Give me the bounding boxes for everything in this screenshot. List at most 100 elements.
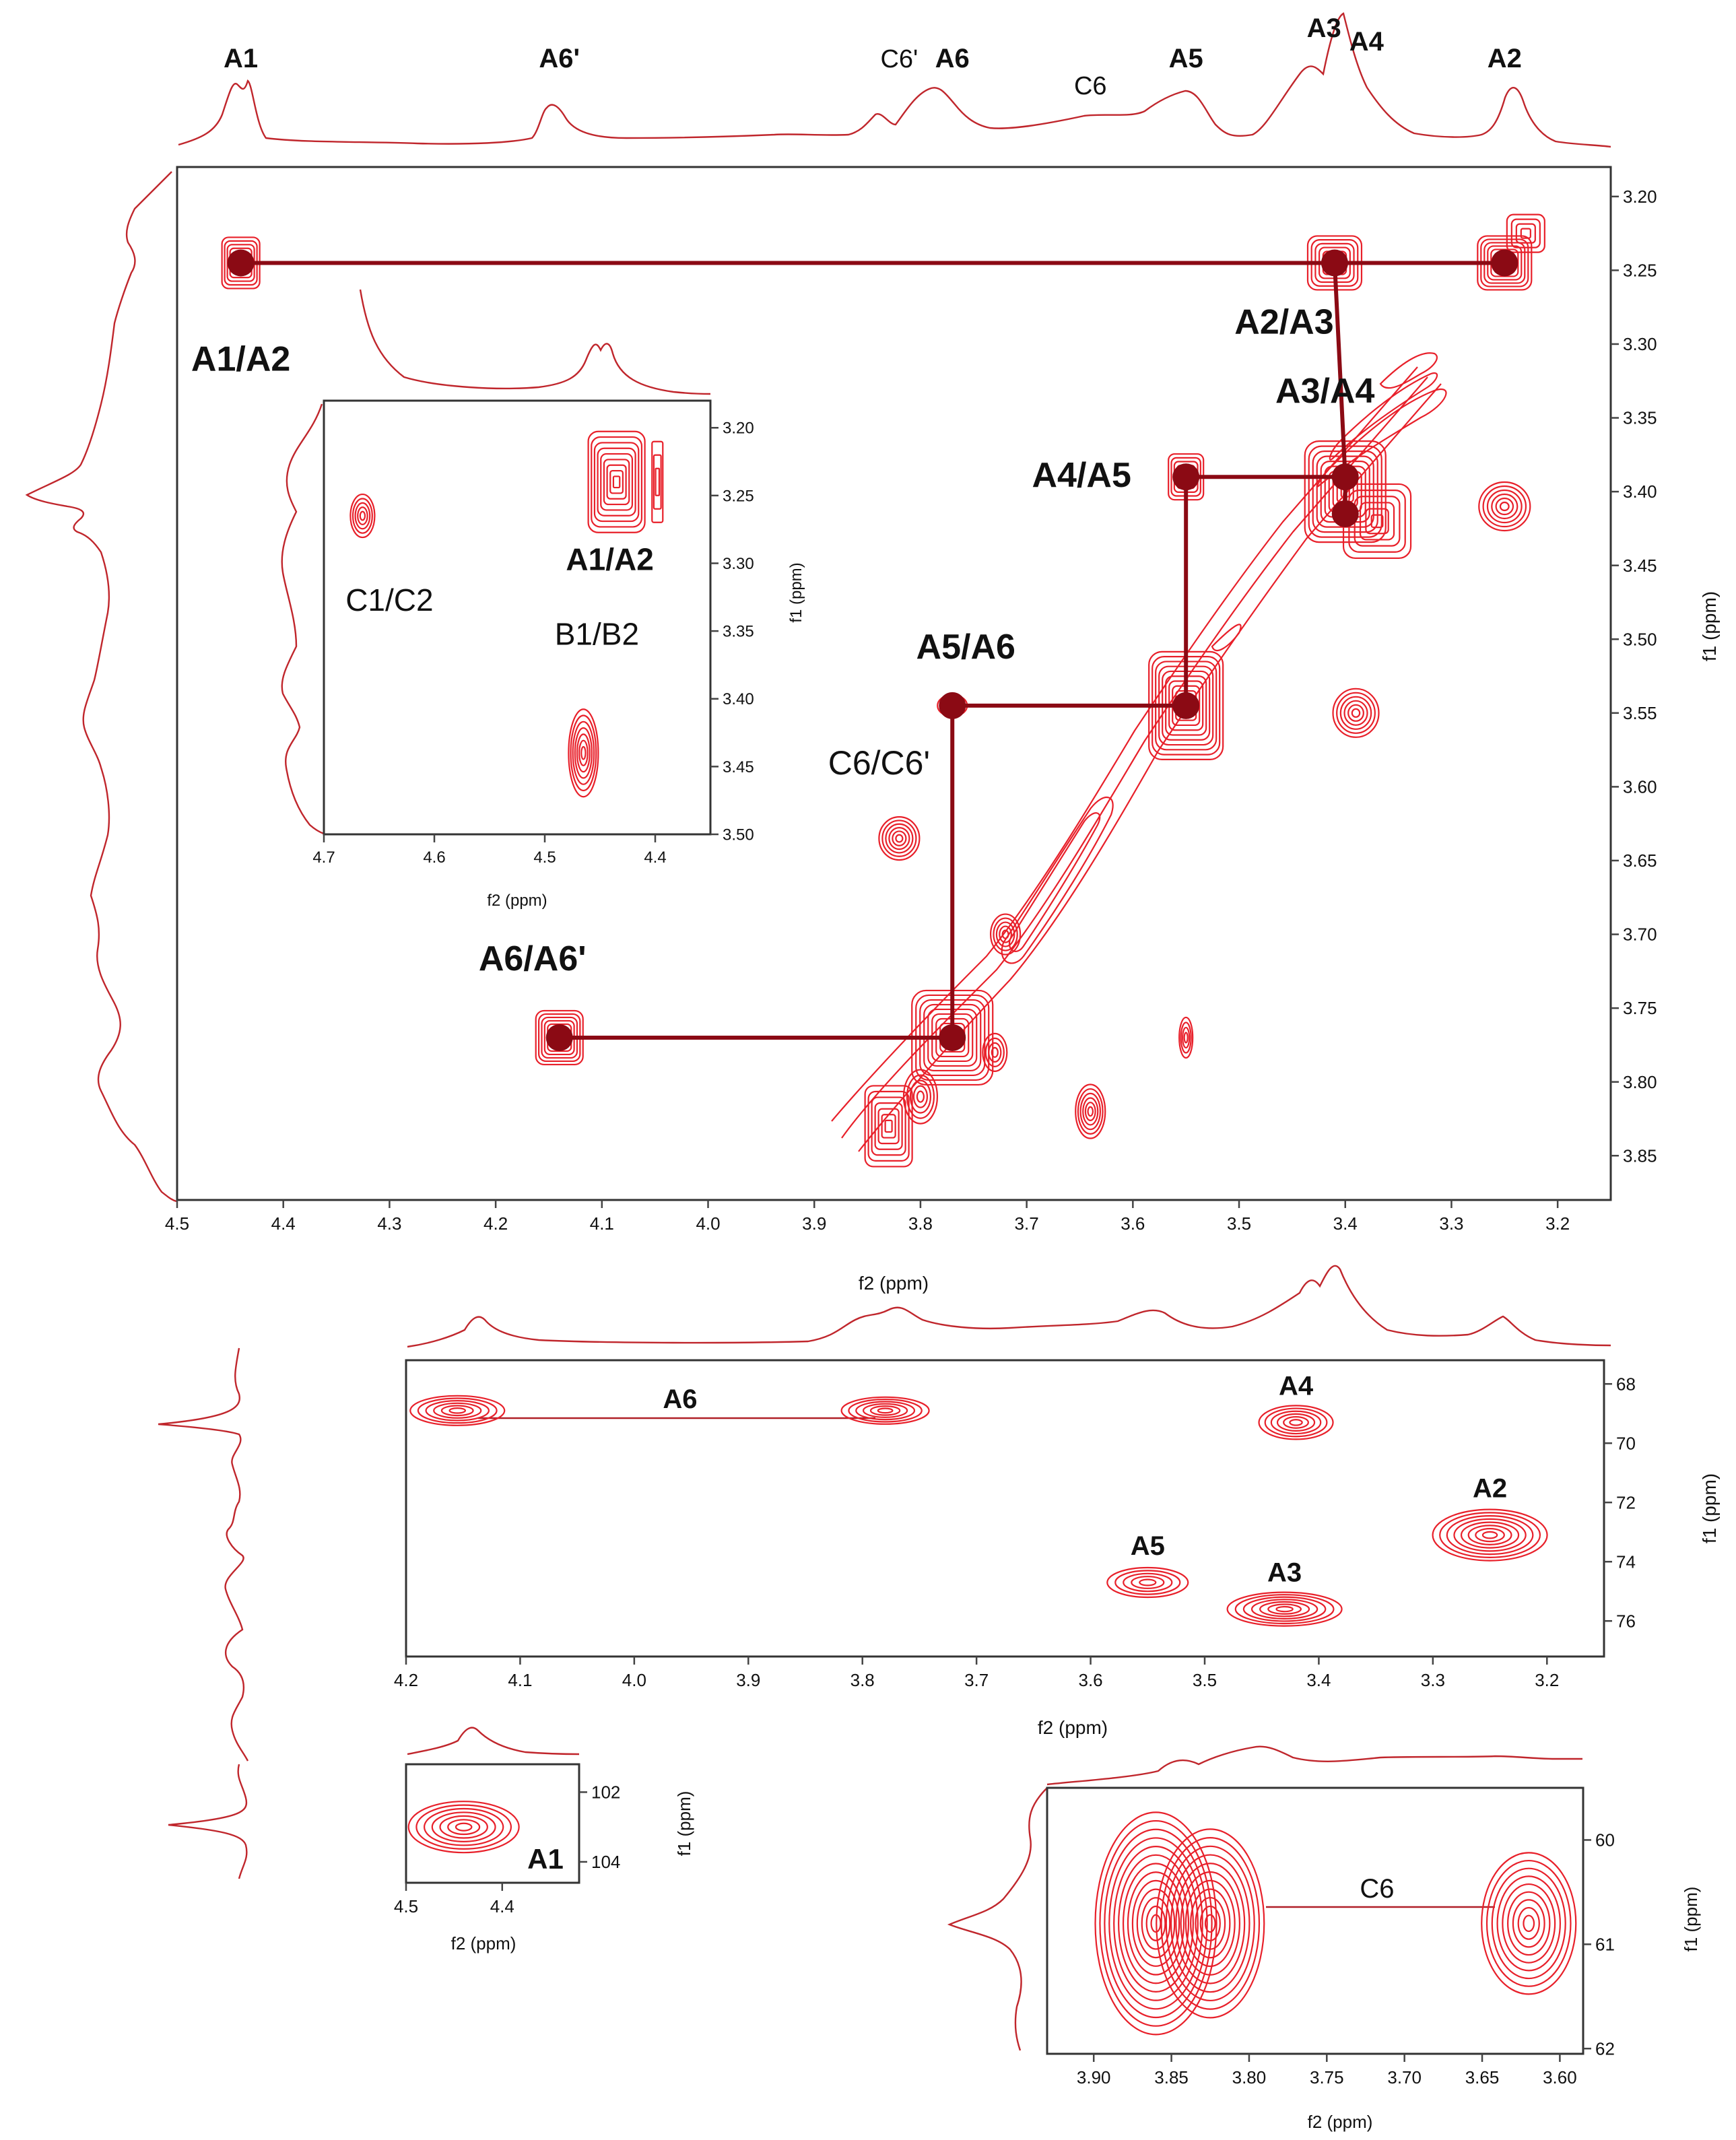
hsqc-y-axis-label: f1 (ppm) (1699, 1473, 1720, 1543)
connectivity-dot (1172, 692, 1200, 719)
cross-peak-contour (1347, 704, 1364, 722)
y-tick-label: 3.25 (723, 487, 754, 505)
x-tick-label: 3.90 (1077, 2067, 1111, 2087)
hsqc-c6-peak-contour (1160, 1836, 1261, 2010)
cross-peak-contour (916, 1090, 925, 1103)
hsqc-peak-contour (1481, 1531, 1498, 1539)
hsqc-c6-peak-contour (1170, 1854, 1250, 1993)
hsqc-a1-peak-contour (455, 1822, 473, 1832)
hsqc-a1-peak-contour (431, 1811, 496, 1842)
hsqc-peak-contour (1267, 1603, 1302, 1615)
cross-peak-contour (1180, 1022, 1192, 1054)
hsqc-c6-peak-contour (1141, 1897, 1171, 1950)
hsqc-peak-label: A3 (1267, 1558, 1302, 1588)
y-tick-label: 3.65 (1623, 850, 1657, 871)
y-tick-label: 3.85 (1623, 1145, 1657, 1166)
y-tick-label: 72 (1616, 1492, 1636, 1512)
hsqc-a1-peak-contour (415, 1804, 512, 1850)
x-tick-label: 3.4 (1333, 1213, 1358, 1234)
cross-peak-label: C6/C6' (828, 744, 930, 782)
y-tick-label: 3.55 (1623, 703, 1657, 723)
hsqc-peak-contour (1439, 1512, 1541, 1558)
inset-frame (323, 399, 712, 836)
projection-peak-label: A5 (1169, 44, 1203, 73)
inset-peak-contour (578, 739, 589, 766)
hsqc-peak-contour (1234, 1594, 1335, 1625)
hsqc-c6-peak-contour (1094, 1811, 1217, 2036)
x-tick-label: 3.3 (1439, 1213, 1463, 1234)
cross-peak-contour (871, 1096, 906, 1156)
hsqc-peak-contour (1226, 1591, 1343, 1627)
hsqc-c6-y-axis-label: f1 (ppm) (1681, 1887, 1701, 1952)
x-tick-label: 3.2 (1545, 1213, 1570, 1234)
x-tick-label: 3.4 (1306, 1670, 1331, 1690)
cross-peak-contour (884, 1119, 893, 1133)
hsqc-c6-left-projection (947, 1787, 1048, 2051)
hsqc-c6-peak-contour (1512, 1899, 1545, 1948)
cross-peak-contour (1491, 493, 1518, 520)
inset-peak-contour (653, 454, 662, 510)
connectivity-dot (545, 1024, 573, 1051)
hsqc-peak-contour (1114, 1570, 1181, 1595)
hsqc-c6-peak-contour (1145, 1905, 1166, 1941)
cross-peak-label: A3/A4 (1275, 372, 1374, 411)
cross-peak-contour (1336, 692, 1376, 734)
hsqc-peak-contour (1106, 1566, 1189, 1599)
x-tick-label: 3.3 (1421, 1670, 1445, 1690)
hsqc-a1-peak-contour (407, 1801, 520, 1854)
hsqc-c6-peak-contour (1175, 1863, 1246, 1984)
y-tick-label: 3.20 (1623, 187, 1657, 207)
x-tick-label: 4.2 (394, 1670, 418, 1690)
projection-peak-label: A2 (1488, 44, 1522, 73)
hsqc-c6-peak-contour (1502, 1883, 1556, 1964)
hsqc-c6-peak-contour (1199, 1905, 1221, 1941)
hsqc-c6-frame (1046, 1786, 1584, 2055)
inset-peak-label: A1/A2 (566, 542, 653, 577)
cross-peak-contour (1495, 497, 1514, 516)
cross-peak-contour (1079, 1092, 1102, 1131)
inset-peak-contour (570, 714, 597, 792)
x-tick-label: 4.3 (377, 1213, 401, 1234)
x-tick-label: 3.6 (1078, 1670, 1102, 1690)
cross-peak-label: A4/A5 (1032, 456, 1131, 495)
hsqc-c6-peak-contour (1122, 1863, 1190, 1984)
hsqc-peak-contour (1264, 1407, 1328, 1438)
hsqc-peak-contour (1275, 1605, 1294, 1613)
connectivity-line (240, 261, 1505, 1040)
connectivity-dot (1172, 463, 1200, 491)
y-tick-label: 3.50 (723, 826, 754, 844)
hsqc-peak-contour (433, 1402, 482, 1419)
connectivity-dot (1331, 463, 1359, 491)
hsqc-c6-peak-contour (1165, 1845, 1255, 2002)
inset-peak-contour (597, 447, 636, 516)
hsqc-peak-contour (409, 1395, 506, 1426)
inset-peak-contour (655, 467, 661, 496)
hsqc-peak-contour (1283, 1415, 1309, 1429)
hsqc-peak-contour (1467, 1525, 1512, 1545)
x-tick-label: 4.6 (423, 848, 445, 867)
hsqc-c6-peak-contour (1523, 1914, 1535, 1933)
hsqc-plot-frame (405, 1359, 1605, 1658)
x-tick-label: 3.60 (1543, 2067, 1577, 2087)
x-tick-label: 3.7 (1015, 1213, 1039, 1234)
cross-peak-contour (991, 1046, 999, 1058)
cross-peak-contour (885, 823, 914, 854)
x-tick-label: 4.0 (622, 1670, 646, 1690)
hsqc-a1-x-axis-label: f2 (ppm) (451, 1933, 516, 1953)
hsqc-c6-peak-contour (1204, 1914, 1216, 1933)
cosy-y-axis: 3.203.253.303.353.403.453.503.553.603.65… (1611, 187, 1657, 1166)
hsqc-c6-peak-contour (1113, 1846, 1199, 2001)
hsqc-peak-contour (1446, 1515, 1534, 1556)
cross-peak-label: A5/A6 (916, 628, 1015, 667)
connectivity-dot (939, 1024, 966, 1051)
hsqc-c6-peak-contour (1108, 1837, 1203, 2010)
cross-peak-contour (881, 820, 917, 857)
x-tick-label: 4.2 (483, 1213, 508, 1234)
inset-peak-contour (349, 493, 376, 539)
x-tick-label: 4.5 (394, 1896, 418, 1916)
inset-x-axis-label: f2 (ppm) (487, 892, 547, 910)
inset-peak-contour (576, 733, 591, 773)
